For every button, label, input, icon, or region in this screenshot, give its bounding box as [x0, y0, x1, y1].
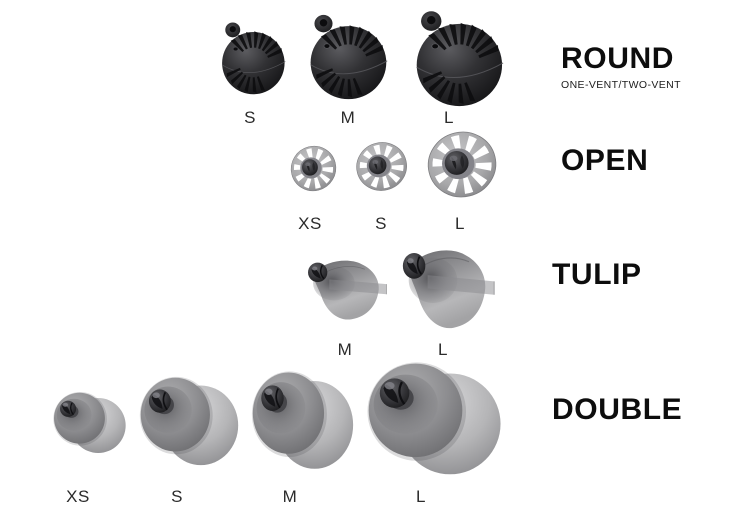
double-dome-s-image [138, 375, 240, 466]
open-dome-l-image [422, 126, 499, 203]
size-label-tulip-m: M [337, 340, 353, 359]
round-dome-m-image [305, 14, 388, 100]
double-dome-m-image [250, 370, 355, 470]
size-label-double-m: M [282, 487, 298, 506]
size-label-double-l: L [416, 487, 426, 506]
family-name-open: OPEN [561, 144, 649, 177]
double-dome-l-image [366, 361, 502, 476]
size-label-round-m: M [340, 108, 356, 127]
size-label-open-xs: XS [298, 214, 322, 233]
round-dome-s-image [217, 22, 286, 95]
size-label-open-l: L [455, 214, 465, 233]
size-label-tulip-l: L [438, 340, 448, 359]
tulip-dome-l-image [401, 249, 496, 330]
size-label-double-xs: XS [66, 487, 90, 506]
family-name-tulip: TULIP [552, 258, 642, 291]
open-dome-s-image [352, 138, 409, 195]
family-name-double: DOUBLE [552, 393, 683, 426]
family-name-round: ROUND [561, 42, 674, 75]
size-label-open-s: S [375, 214, 387, 233]
size-label-round-s: S [244, 108, 256, 127]
tulip-dome-m-image [307, 259, 388, 321]
open-dome-xs-image [287, 142, 338, 195]
round-dome-l-image [410, 10, 504, 107]
double-dome-xs-image [52, 391, 127, 454]
family-subtitle-round: ONE-VENT/TWO-VENT [561, 79, 681, 91]
size-label-double-s: S [171, 487, 183, 506]
size-label-round-l: L [444, 108, 454, 127]
